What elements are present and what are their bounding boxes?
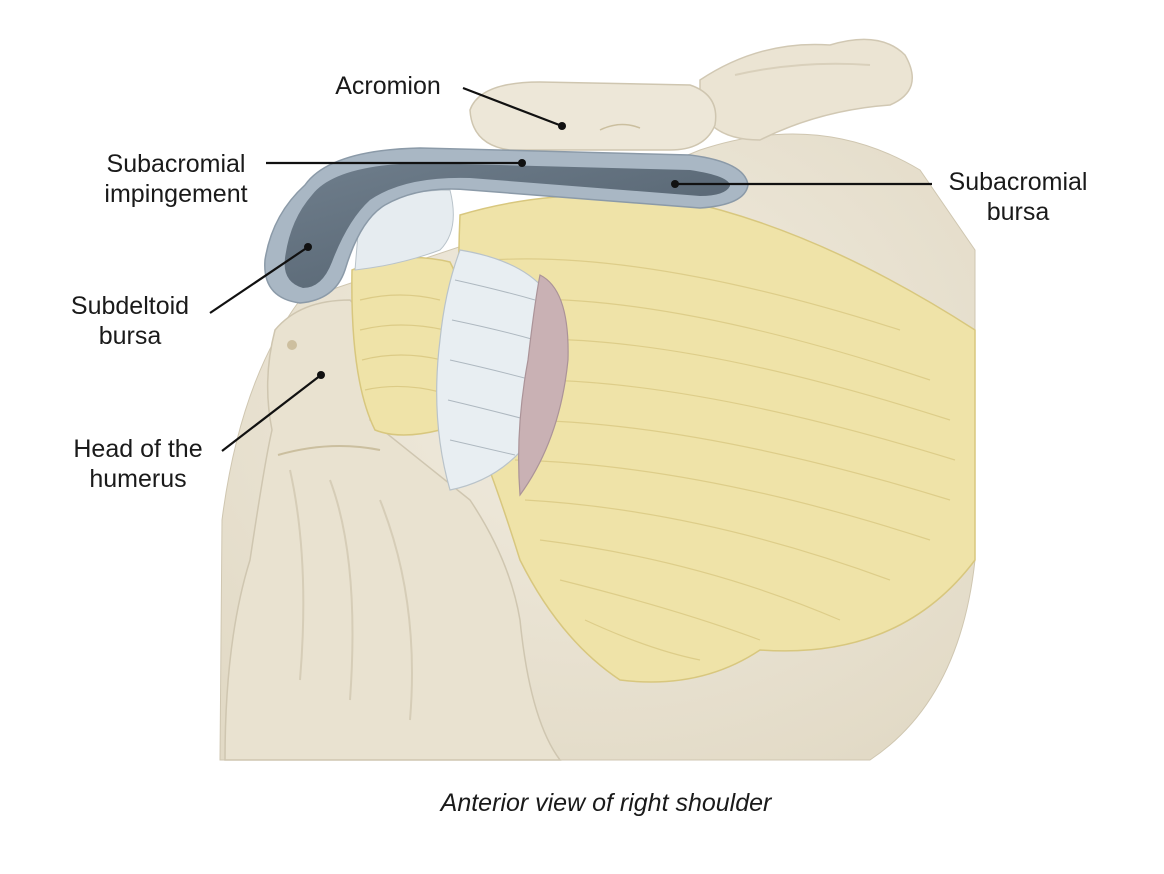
glenoid-cartilage [518,274,569,497]
clavicle [699,38,913,141]
tendon [354,189,546,491]
acromion-bone [469,81,717,151]
svg-text:bursa: bursa [99,322,162,350]
label-subacromial-impingement: Subacromial impingement [104,150,247,208]
svg-text:Subdeltoid: Subdeltoid [71,292,189,320]
label-acromion: Acromion [335,72,441,100]
leader-subdeltoid-bursa [209,243,312,314]
label-subdeltoid-bursa: Subdeltoid bursa [71,292,189,350]
svg-text:humerus: humerus [89,465,186,493]
figure-caption: Anterior view of right shoulder [439,789,773,817]
svg-text:bursa: bursa [987,198,1050,226]
label-head-of-humerus: Head of the humerus [73,435,202,493]
svg-text:impingement: impingement [104,180,247,208]
leader-acromion [462,86,566,130]
svg-text:Subacromial: Subacromial [949,168,1088,196]
leader-subacromial-impingement [266,159,526,167]
leader-head-of-humerus [221,371,325,452]
svg-text:Subacromial: Subacromial [107,150,246,178]
bursa [264,147,749,304]
leader-subacromial-bursa [671,180,932,188]
label-subacromial-bursa: Subacromial bursa [949,168,1088,226]
svg-text:Head of the: Head of the [73,435,202,463]
